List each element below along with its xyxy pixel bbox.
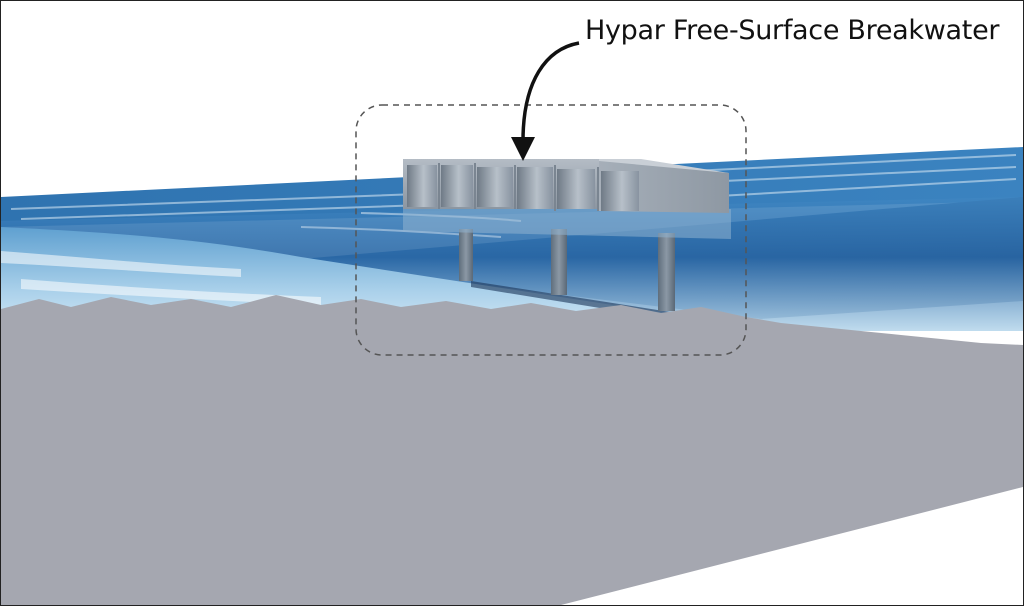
- structure-reflection: [403, 209, 731, 239]
- curved-arrow-icon: [511, 41, 580, 161]
- water-body: [1, 197, 1023, 331]
- hypar-breakwater: [403, 159, 729, 213]
- breakwater-callout-label: Hypar Free-Surface Breakwater: [585, 15, 1000, 46]
- highlight-box: [355, 104, 747, 356]
- seabed: [1, 295, 1023, 605]
- hypar-cells: [407, 165, 639, 211]
- support-piles: [459, 229, 675, 311]
- pile-right: [658, 233, 675, 311]
- cell-dividers: [438, 163, 599, 211]
- pile-middle: [551, 229, 567, 295]
- pile-left: [459, 229, 473, 281]
